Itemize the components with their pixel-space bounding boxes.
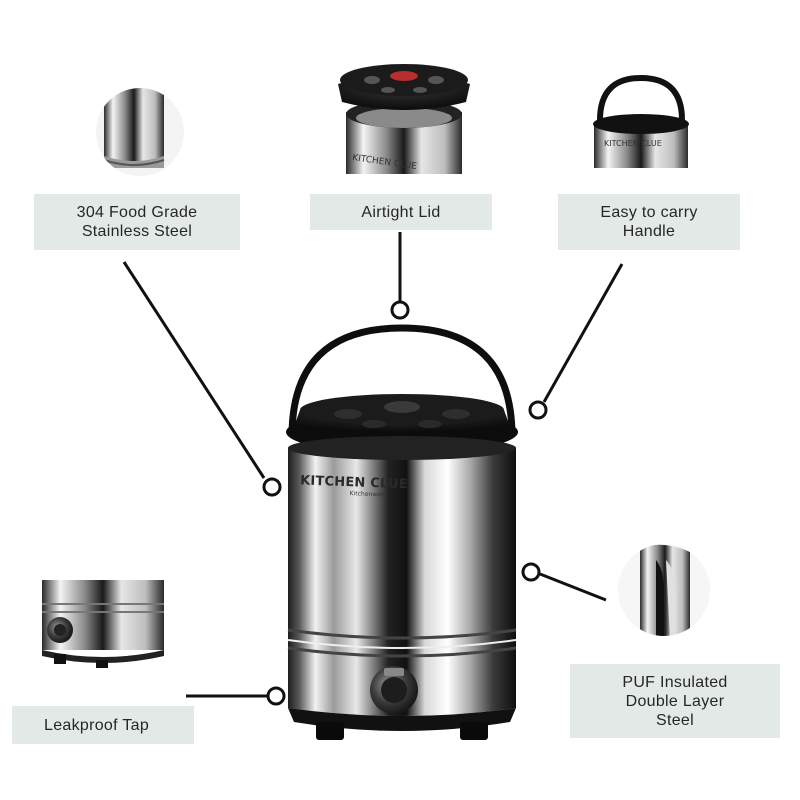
tap-closeup-thumbnail — [42, 580, 164, 668]
handle-closeup-thumbnail: KITCHEN CLUE — [593, 74, 689, 168]
feature-insulation-line3: Steel — [656, 711, 694, 729]
feature-insulation-line1: PUF Insulated — [622, 673, 728, 691]
lid-closeup-thumbnail: KITCHEN CLUE — [338, 64, 470, 174]
feature-tap-line1: Leakproof Tap — [44, 716, 150, 734]
jug-base — [288, 708, 516, 731]
svg-text:KITCHEN CLUE: KITCHEN CLUE — [604, 139, 662, 148]
steel-closeup-thumbnail — [96, 88, 184, 176]
water-jug — [286, 324, 518, 740]
feature-steel-line1: 304 Food Grade — [76, 204, 198, 221]
feature-label-steel: 304 Food Grade Stainless Steel — [34, 194, 240, 250]
brand-logo: KITCHEN CLUE Kitchenware — [299, 473, 409, 499]
jug-handle — [288, 324, 516, 437]
connector-dots — [262, 300, 548, 706]
brand-name: KITCHEN CLUE — [299, 473, 409, 493]
connector-lines — [122, 232, 624, 698]
insulation-closeup-thumbnail — [618, 544, 710, 636]
feature-label-insulation: PUF Insulated Double Layer Steel — [570, 664, 780, 738]
feature-label-handle: Easy to carry Handle — [558, 194, 740, 250]
feature-label-lid: Airtight Lid — [310, 194, 492, 230]
feature-lid-line1: Airtight Lid — [361, 203, 441, 221]
brand-subtitle: Kitchenware — [349, 490, 388, 499]
feature-steel-line2: Stainless Steel — [81, 223, 193, 240]
feature-insulation-line2: Double Layer — [625, 692, 725, 710]
feature-label-tap: Leakproof Tap — [12, 706, 194, 744]
jug-tap — [370, 666, 418, 714]
feature-handle-line2: Handle — [622, 223, 676, 240]
feature-handle-line1: Easy to carry — [600, 204, 698, 221]
